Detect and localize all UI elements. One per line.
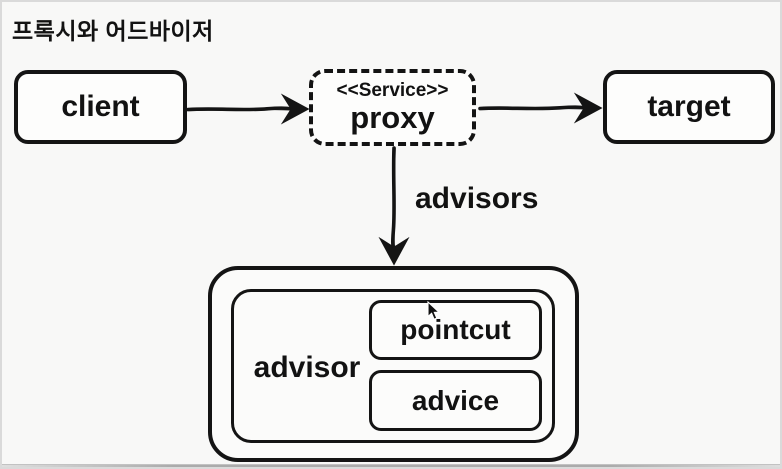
edge-label-advisors: advisors <box>415 182 539 215</box>
node-proxy-stereotype: <<Service>> <box>336 80 449 101</box>
arrow-proxy-to-advisor <box>378 146 410 266</box>
bottom-edge-bar <box>2 464 780 467</box>
node-advice-label: advice <box>411 384 500 416</box>
node-client-label: client <box>61 90 140 123</box>
node-client: client <box>14 70 187 144</box>
node-pointcut-label: pointcut <box>400 314 511 345</box>
node-pointcut: pointcut <box>369 300 542 360</box>
node-advice: advice <box>369 370 542 431</box>
node-proxy-label: proxy <box>350 100 435 135</box>
node-proxy: <<Service>> proxy <box>309 69 476 146</box>
page-title: 프록시와 어드바이저 <box>12 18 214 44</box>
advisor-group-label: advisor <box>253 351 361 384</box>
arrow-proxy-to-target <box>478 92 603 124</box>
arrow-client-to-proxy <box>186 93 310 125</box>
mouse-cursor-icon <box>427 301 440 321</box>
node-target-label: target <box>647 90 731 123</box>
node-target: target <box>603 70 775 144</box>
